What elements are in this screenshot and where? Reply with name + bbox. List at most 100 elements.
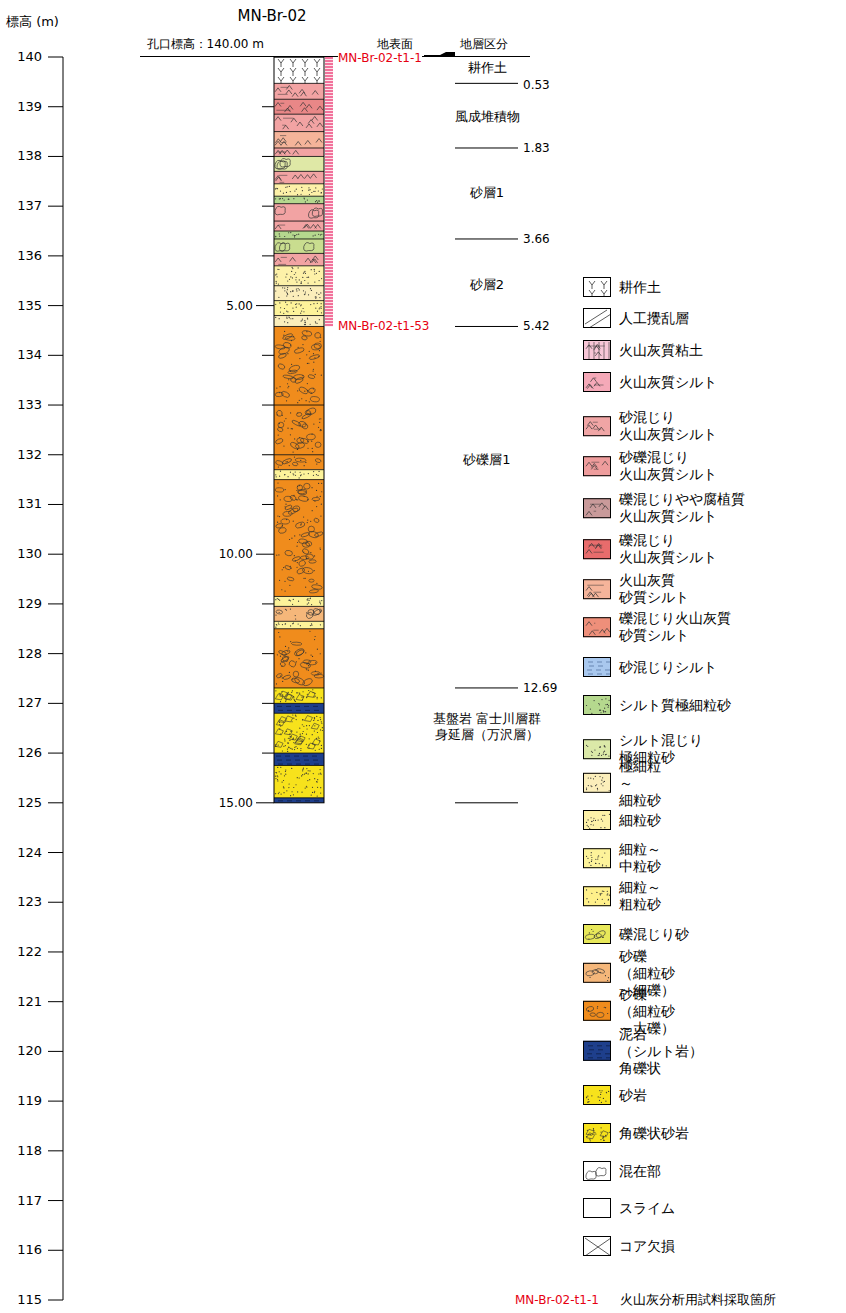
gravel-mark — [277, 427, 284, 432]
gravel-dot — [320, 430, 321, 431]
sampling-hatch — [325, 67, 333, 68]
gravel-mark — [275, 345, 285, 350]
axis-tick — [48, 454, 63, 455]
sand-dot — [280, 701, 281, 702]
soil-mark — [601, 281, 607, 289]
sand-dot — [284, 199, 285, 200]
sand-dot — [275, 772, 276, 773]
mud-dash — [295, 706, 300, 707]
sand-dot — [602, 856, 603, 857]
legend-item: 極細粒～細粒砂 — [583, 758, 661, 808]
sand-dot — [305, 788, 306, 789]
mud-dash — [313, 706, 318, 707]
sand-dot — [286, 731, 287, 732]
ash-mark — [275, 225, 281, 229]
gravel-dot — [321, 375, 322, 376]
core-layer — [274, 480, 324, 597]
layer-boundary — [274, 131, 324, 132]
gravel-dot — [314, 357, 315, 358]
legend-symbol — [584, 457, 611, 476]
gravel-dot — [279, 423, 280, 424]
mud-dash — [587, 670, 592, 671]
gravel-dot — [280, 499, 281, 500]
depth-tick — [256, 305, 274, 306]
gravel-dot — [278, 632, 279, 633]
sand-dot — [277, 780, 278, 781]
gravel-mark — [302, 542, 310, 548]
gravel-dot — [589, 977, 590, 978]
gravel-dot — [296, 499, 297, 500]
mud-dash — [304, 760, 309, 761]
soil-mark — [589, 281, 595, 289]
ash-mark — [275, 139, 281, 143]
depth-tick — [262, 504, 274, 505]
ash-mark — [275, 258, 281, 262]
sampling-hatch — [325, 184, 333, 185]
gravel-dot — [319, 422, 320, 423]
sand-dot — [588, 1099, 589, 1100]
sand-dot — [593, 820, 594, 821]
soil-mark — [278, 59, 284, 67]
ash-dash — [594, 353, 596, 354]
gravel-dot — [307, 522, 308, 523]
angular-mark — [275, 729, 283, 735]
sand-dot — [311, 290, 312, 291]
angular-mark — [307, 691, 315, 697]
sand-dot — [602, 1137, 603, 1138]
gravel-dot — [285, 489, 286, 490]
sand-dot — [609, 1132, 610, 1133]
sand-dot — [586, 789, 587, 790]
sand-dot — [588, 1101, 589, 1102]
legend-swatch — [583, 1001, 611, 1021]
sand-dot — [314, 282, 315, 283]
sand-dot — [283, 786, 284, 787]
sand-dot — [280, 733, 281, 734]
legend-swatch — [583, 277, 611, 297]
gravel-dot — [282, 525, 283, 526]
sampling-hatch — [325, 214, 333, 215]
axis-label: 136 — [17, 248, 42, 264]
sand-dot — [296, 719, 297, 720]
gravel-mark — [314, 332, 321, 339]
sand-dot — [317, 795, 318, 796]
sand-dot — [288, 738, 289, 739]
mud-dash — [314, 710, 319, 711]
gravel-dot — [319, 418, 320, 419]
depth-tick — [262, 405, 274, 406]
sand-dot — [317, 303, 318, 304]
ash-dash — [279, 175, 287, 176]
sand-dot — [289, 783, 290, 784]
sand-dot — [287, 280, 288, 281]
sand-dot — [603, 1136, 604, 1137]
mud-dash — [287, 764, 292, 765]
angular-mark — [295, 738, 303, 744]
sand-dot — [300, 475, 301, 476]
sand-dot — [279, 600, 280, 601]
sand-dot — [313, 303, 314, 304]
gravel-dot — [292, 679, 293, 680]
layer-boundary — [274, 83, 324, 84]
mud-dash — [598, 666, 603, 667]
sand-dot — [599, 776, 600, 777]
sand-dot — [292, 318, 293, 319]
core-layer — [274, 621, 324, 628]
sampling-hatch — [325, 298, 333, 299]
gravel-mark — [296, 567, 305, 575]
sand-dot — [283, 746, 284, 747]
legend-swatch — [583, 1198, 611, 1218]
gravel-dot — [283, 335, 284, 336]
sampling-hatch — [325, 175, 333, 176]
gravel-dot — [597, 1008, 598, 1009]
sand-dot — [597, 858, 598, 859]
ash-dash — [594, 378, 596, 379]
stratum-name: 砂層2 — [470, 277, 504, 293]
sand-dot — [279, 724, 280, 725]
sand-dot — [276, 624, 277, 625]
gravel-mark — [311, 584, 322, 589]
gravel-mark — [280, 656, 289, 663]
sand-dot — [282, 198, 283, 199]
sand-dot — [293, 794, 294, 795]
sample-id: MN-Br-02-t1-53 — [338, 319, 430, 333]
sampling-hatch — [325, 73, 333, 74]
ash-mark — [293, 150, 299, 154]
